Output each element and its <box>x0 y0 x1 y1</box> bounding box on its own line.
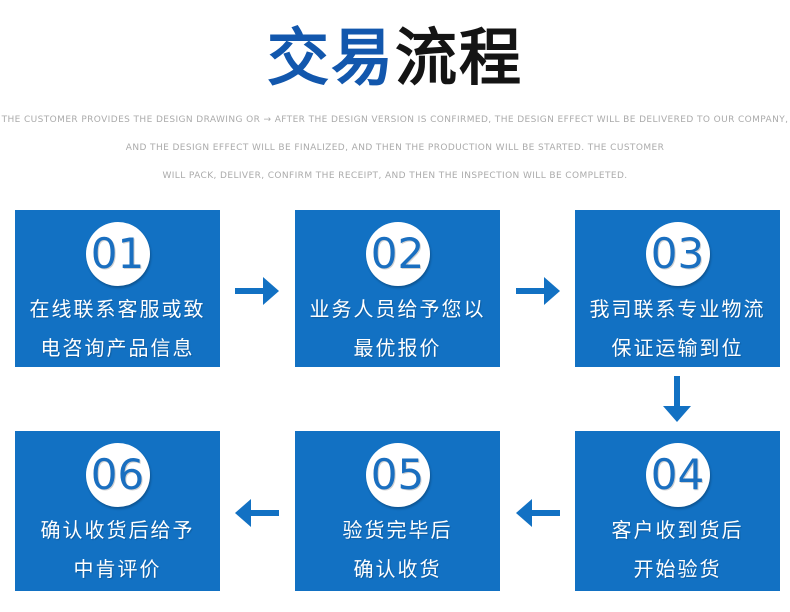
step-number-badge: 03 <box>645 222 710 286</box>
step-text-line: 确认收货后给予 <box>40 518 195 542</box>
subtitle-line: AND THE DESIGN EFFECT WILL BE FINALIZED,… <box>125 143 665 153</box>
step-text-line: 验货完毕后 <box>342 518 453 542</box>
step-number-badge: 05 <box>365 443 430 507</box>
page-title: 交易流程 <box>0 18 790 98</box>
step-text-line: 开始验货 <box>633 557 722 581</box>
step-text-line: 我司联系专业物流 <box>589 297 766 321</box>
step-number: 04 <box>650 450 705 499</box>
arrow-left-icon <box>235 499 279 527</box>
step-number: 05 <box>370 450 425 499</box>
subtitle-line: THE CUSTOMER PROVIDES THE DESIGN DRAWING… <box>1 115 789 125</box>
step-number: 06 <box>90 450 145 499</box>
step-card-03: 03 我司联系专业物流 保证运输到位 <box>575 210 780 367</box>
step-card-04: 04 客户收到货后 开始验货 <box>575 431 780 591</box>
arrow-right-icon <box>235 277 279 305</box>
arrow-right-icon <box>516 277 560 305</box>
step-number-badge: 01 <box>85 222 150 286</box>
step-number: 03 <box>650 229 705 278</box>
step-text-line: 电咨询产品信息 <box>40 336 195 360</box>
step-number: 01 <box>90 229 145 278</box>
step-text-line: 保证运输到位 <box>611 336 744 360</box>
step-text-line: 客户收到货后 <box>611 518 744 542</box>
step-number-badge: 04 <box>645 443 710 507</box>
arrow-left-icon <box>516 499 560 527</box>
step-text-line: 最优报价 <box>353 336 442 360</box>
step-text-line: 中肯评价 <box>73 557 162 581</box>
arrow-down-icon <box>663 376 691 422</box>
step-number-badge: 02 <box>365 222 430 286</box>
step-card-05: 05 验货完毕后 确认收货 <box>295 431 500 591</box>
subtitle-line: WILL PACK, DELIVER, CONFIRM THE RECEIPT,… <box>162 171 628 181</box>
title-rest-text: 流程 <box>395 21 524 94</box>
title-accent-text: 交易 <box>266 21 395 94</box>
step-number-badge: 06 <box>85 443 150 507</box>
step-number: 02 <box>370 229 425 278</box>
step-text-line: 在线联系客服或致 <box>29 297 206 321</box>
step-text-line: 业务人员给予您以 <box>309 297 486 321</box>
subtitle: THE CUSTOMER PROVIDES THE DESIGN DRAWING… <box>0 113 790 197</box>
step-card-01: 01 在线联系客服或致 电咨询产品信息 <box>15 210 220 367</box>
step-card-06: 06 确认收货后给予 中肯评价 <box>15 431 220 591</box>
step-text-line: 确认收货 <box>353 557 442 581</box>
step-card-02: 02 业务人员给予您以 最优报价 <box>295 210 500 367</box>
